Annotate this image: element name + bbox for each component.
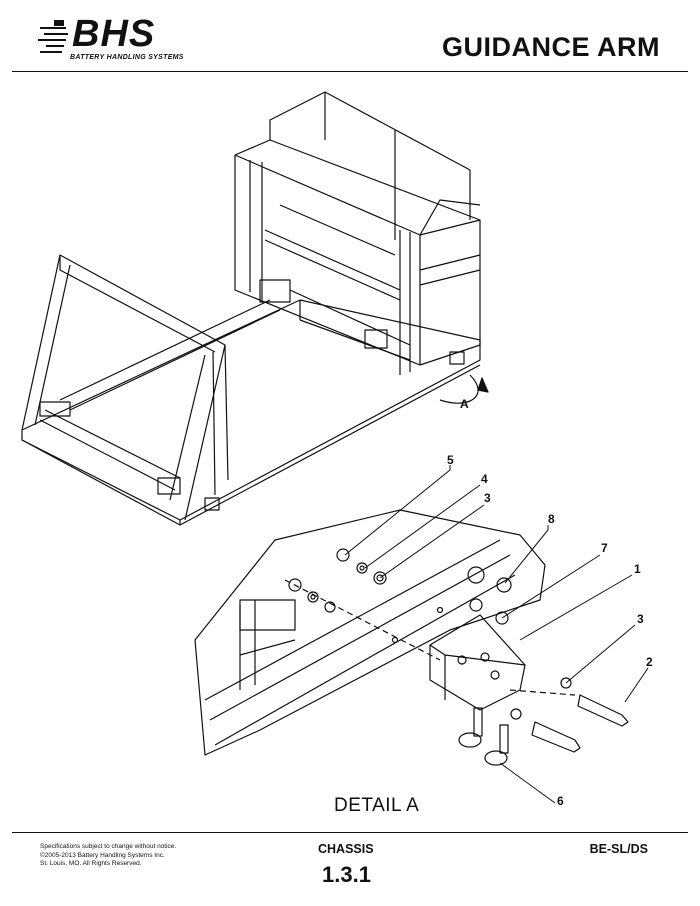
chassis-drawing: A [21,91,653,808]
model-code: BE-SL/DS [589,842,648,856]
callout-7: 7 [601,541,608,555]
chassis-assembly [21,91,489,526]
footer-note-line: St. Louis, MO. All Rights Reserved. [40,860,142,867]
callout-3-lower: 3 [637,612,644,626]
detail-a-assembly [194,509,629,766]
header-divider [12,71,688,72]
footer-notes: Specifications subject to change without… [40,843,176,869]
callout-5: 5 [447,453,454,467]
detail-caption: DETAIL A [334,795,420,816]
speed-lines-icon [38,27,68,53]
callout-1: 1 [634,562,641,576]
page-title: GUIDANCE ARM [442,32,660,62]
footer-note-line: Specifications subject to change without… [40,843,177,850]
callout-3-upper: 3 [484,491,491,505]
callout-leaders [344,465,649,804]
callout-2: 2 [646,655,653,669]
bhs-logo [38,20,68,53]
view-marker-a: A [460,397,469,411]
callout-labels: 5 4 3 8 7 1 3 2 6 [447,453,653,808]
section-name: CHASSIS [318,842,374,856]
logo-subtitle: BATTERY HANDLING SYSTEMS [70,54,184,61]
callout-8: 8 [548,512,555,526]
page-number: 1.3.1 [322,862,371,887]
logo-wordmark: BHS [72,13,156,55]
callout-4: 4 [481,472,488,486]
footer-note-line: ©2005-2013 Battery Handling Systems Inc. [40,851,165,859]
footer-divider [12,832,688,833]
callout-6: 6 [557,794,564,808]
